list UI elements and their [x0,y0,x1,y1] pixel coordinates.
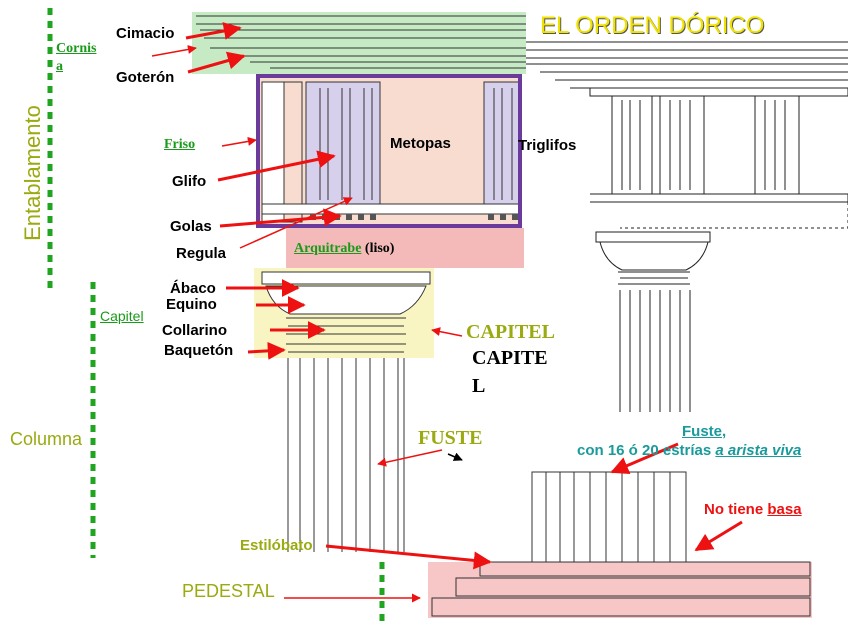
label-arquitrabe-group: Arquitrabe (liso) [294,240,394,256]
label-fuste-desc-b: a arista viva [715,442,802,459]
cornice [192,12,526,74]
label-regula: Regula [176,245,227,262]
frieze [256,74,522,228]
label-estilobato: Estilóbato [240,537,313,554]
label-fuste-big: FUSTE [418,427,483,449]
triglyph [483,81,521,205]
arrow-goteron [187,51,246,74]
label-friso: Friso [164,137,196,152]
label-no-basa: No tiene basa [704,502,802,517]
label-pedestal: PEDESTAL [182,581,275,601]
label-golas: Golas [170,218,212,235]
arrow-capitel [431,327,463,337]
label-arquitrabe: Arquitrabe [294,241,362,256]
label-arquitrabe-note: (liso) [361,241,395,256]
label-fuste-desc: con 16 ó 20 estrías a arista viva [577,443,801,458]
label-equino: Equino [166,296,217,313]
label-capitel-side: Capitel [100,308,144,324]
arrow-black [447,452,463,461]
label-no-basa-b: basa [767,501,802,518]
reference-shaft [619,290,691,412]
label-cornisa-a: Cornis [56,41,97,56]
label-columna: Columna [10,429,83,449]
label-capitel-black-a: CAPITE [472,347,548,369]
triglyph [305,81,381,205]
arrow-golas [219,208,342,228]
label-cornisa-b: a [56,59,63,74]
arrow-baqueton [247,341,286,360]
label-triglifos: Triglifos [518,137,577,154]
reference-drawing-top [520,41,848,412]
label-no-basa-a: No tiene [704,501,768,518]
arrows [151,22,743,603]
arrow-friso [221,136,257,147]
frieze-frame [256,74,522,228]
label-goteron: Goterón [116,69,175,86]
label-entablamento: Entablamento [20,105,45,241]
label-cimacio: Cimacio [116,25,175,42]
arrow-cornisa [151,45,197,57]
label-metopas: Metopas [390,135,451,152]
arrow-fuste-block [610,442,679,474]
label-capitel-green: CAPITEL [466,321,555,343]
label-collarino: Collarino [162,322,228,339]
arrow-estilobato [325,544,492,570]
page-title: EL ORDEN DÓRICO [540,12,765,39]
architrave [286,228,524,268]
arrow-glifo [217,150,336,182]
arrow-cimacio [185,22,242,40]
label-baqueton: Baquetón [164,342,234,359]
capital [254,268,434,358]
arrow-no-basa [694,520,743,552]
arrow-regula [239,197,353,249]
arrow-fuste [377,449,443,467]
label-abaco: Ábaco [170,280,216,297]
reference-triglyphs [611,95,800,195]
shaft [287,358,405,552]
label-capitel-black-b: L [472,375,486,397]
label-glifo: Glifo [172,173,207,190]
shaft-block [531,471,687,563]
label-fuste-link: Fuste, [682,423,727,440]
label-fuste-desc-a: con 16 ó 20 estrías [577,442,716,459]
pedestal-steps [428,561,812,618]
guide-lines [47,8,385,622]
